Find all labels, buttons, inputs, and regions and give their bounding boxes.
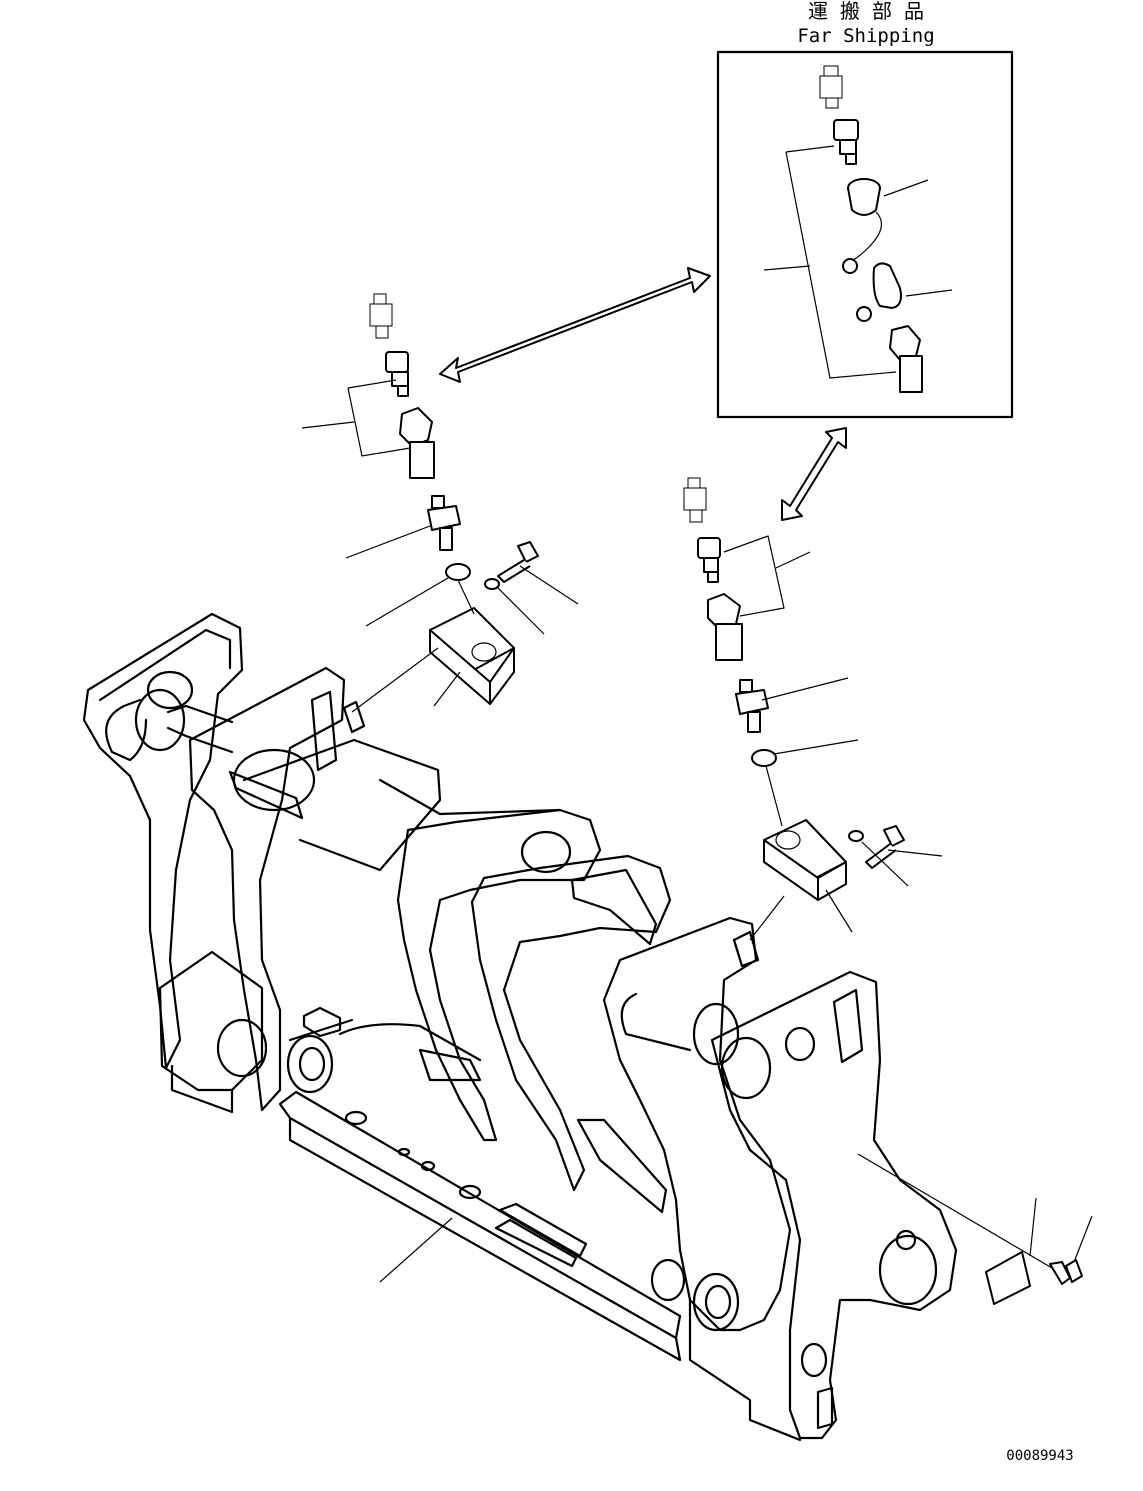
double-arrow-left — [439, 267, 711, 383]
right-adapter — [707, 593, 743, 661]
right-leader-block — [825, 889, 853, 933]
left-block — [429, 607, 515, 705]
left-leader-elbow — [345, 525, 431, 559]
left-bolt — [497, 541, 539, 583]
right-nipple — [697, 537, 721, 583]
left-washer — [484, 578, 500, 590]
left-leader-block — [433, 671, 461, 707]
plate-guide — [857, 1153, 1053, 1269]
right-leader-bolt — [887, 849, 943, 857]
right-elbow — [735, 679, 769, 733]
screw-leader — [1073, 1215, 1093, 1263]
box-leader-2 — [883, 179, 929, 197]
left-group-bracket — [347, 379, 411, 457]
box-adapter — [889, 325, 923, 393]
box-plug-cap — [856, 262, 902, 322]
box-nipple — [833, 119, 859, 165]
shipping-title-en: Far Shipping — [797, 25, 934, 47]
right-fitting-ghost — [683, 477, 707, 523]
box-fitting-ghost — [819, 65, 843, 109]
left-block-guide — [351, 647, 439, 713]
frame-leader — [379, 1217, 453, 1283]
right-block — [763, 819, 847, 901]
left-leader-group — [301, 421, 355, 429]
left-nipple — [385, 351, 409, 397]
box-leader-1 — [763, 265, 811, 271]
box-cap — [842, 178, 883, 274]
box-leader-3 — [905, 289, 953, 297]
shipping-parts-box — [716, 50, 1014, 419]
box-group-bracket — [785, 145, 897, 379]
right-leader-washer — [861, 841, 909, 887]
right-leader-oring — [773, 739, 859, 755]
left-fitting-ghost — [369, 293, 393, 339]
right-bolt — [865, 825, 905, 869]
left-oring-guide — [457, 579, 475, 615]
rivet-screw — [1049, 1259, 1083, 1285]
plate-leader — [1029, 1197, 1037, 1257]
left-leader-washer — [497, 587, 545, 635]
drawing-number: 00089943 — [1006, 1448, 1073, 1464]
right-group-bracket — [723, 535, 785, 617]
right-oring-guide — [765, 765, 783, 827]
double-arrow-right — [781, 427, 847, 521]
right-leader-group — [775, 551, 811, 569]
left-o-ring — [445, 563, 471, 581]
right-washer — [848, 830, 864, 842]
shipping-title-jp: 運 搬 部 品 — [808, 0, 924, 23]
left-elbow — [427, 495, 461, 551]
right-leader-elbow — [761, 677, 849, 701]
name-plate — [985, 1251, 1031, 1305]
left-leader-oring — [365, 577, 449, 627]
right-block-guide — [749, 895, 785, 941]
right-o-ring — [751, 749, 777, 767]
left-adapter — [399, 407, 435, 479]
left-leader-bolt — [519, 565, 579, 605]
loader-frame — [82, 612, 958, 1442]
